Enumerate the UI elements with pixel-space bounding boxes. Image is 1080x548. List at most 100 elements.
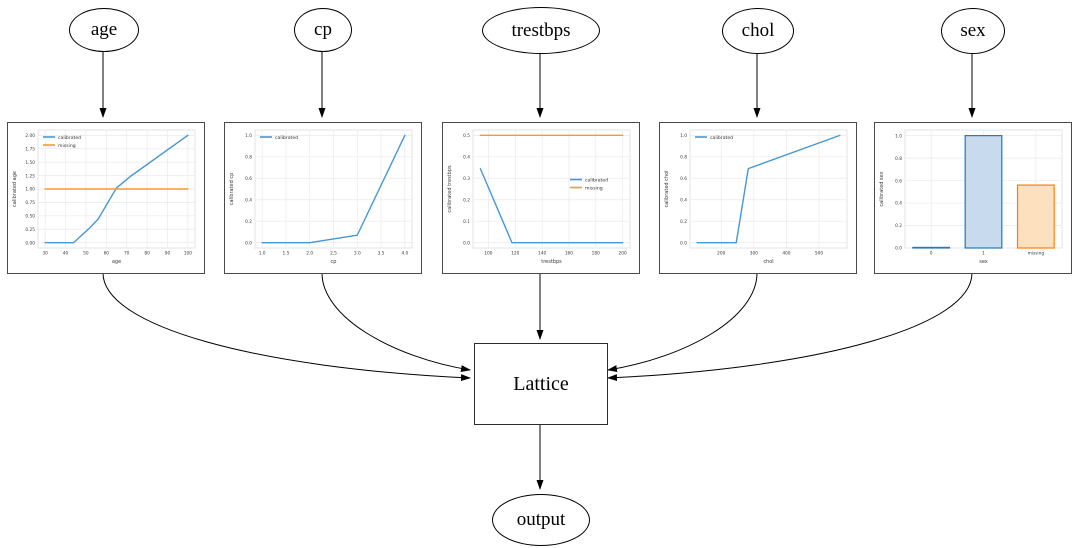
svg-text:100: 100 <box>484 251 492 257</box>
svg-text:400: 400 <box>782 251 790 257</box>
svg-text:calibrated age: calibrated age <box>12 171 18 207</box>
input-node-sex: sex <box>941 8 1005 54</box>
svg-text:calibrated trestbps: calibrated trestbps <box>447 165 453 213</box>
svg-text:140: 140 <box>538 251 546 257</box>
input-node-chol: chol <box>722 8 794 54</box>
input-node-age-label: age <box>90 19 118 40</box>
svg-text:0.75: 0.75 <box>25 200 35 206</box>
svg-text:0.8: 0.8 <box>680 155 687 161</box>
svg-text:0.00: 0.00 <box>25 240 35 246</box>
svg-text:chol: chol <box>763 259 773 265</box>
svg-text:50: 50 <box>83 251 89 257</box>
svg-text:200: 200 <box>619 251 627 257</box>
svg-text:0.3: 0.3 <box>463 176 470 182</box>
input-node-cp-label: cp <box>314 19 332 40</box>
svg-text:0.6: 0.6 <box>895 178 902 184</box>
svg-text:0.50: 0.50 <box>25 214 35 220</box>
svg-text:1.75: 1.75 <box>25 146 35 152</box>
svg-text:2.0: 2.0 <box>306 251 313 257</box>
svg-text:missing: missing <box>585 185 603 191</box>
svg-text:200: 200 <box>717 251 725 257</box>
svg-text:40: 40 <box>63 251 69 257</box>
output-node-label: output <box>516 509 566 530</box>
svg-text:3.0: 3.0 <box>354 251 361 257</box>
input-node-age: age <box>69 8 139 52</box>
svg-text:calibrated cp: calibrated cp <box>229 173 235 206</box>
svg-text:180: 180 <box>592 251 600 257</box>
svg-text:0.0: 0.0 <box>680 240 687 246</box>
edge-cp-to-lattice <box>321 272 471 372</box>
svg-text:90: 90 <box>165 251 171 257</box>
svg-text:sex: sex <box>979 259 988 265</box>
svg-text:0: 0 <box>930 251 933 257</box>
input-node-cp: cp <box>294 8 352 52</box>
svg-text:0.2: 0.2 <box>463 197 470 203</box>
svg-text:missing: missing <box>1028 251 1045 257</box>
svg-text:0.1: 0.1 <box>463 219 470 225</box>
svg-text:0.8: 0.8 <box>245 155 252 161</box>
input-node-chol-label: chol <box>741 20 775 41</box>
svg-text:1.5: 1.5 <box>283 251 290 257</box>
svg-text:3.5: 3.5 <box>378 251 385 257</box>
svg-text:1.0: 1.0 <box>259 251 266 257</box>
edge-age-to-lattice <box>102 272 471 382</box>
svg-text:160: 160 <box>565 251 573 257</box>
svg-text:calibrated: calibrated <box>275 135 298 141</box>
svg-text:1.50: 1.50 <box>25 160 35 166</box>
svg-text:0.4: 0.4 <box>680 197 687 203</box>
svg-text:80: 80 <box>144 251 150 257</box>
input-node-trestbps-label: trestbps <box>511 19 571 41</box>
svg-text:0.0: 0.0 <box>895 246 902 252</box>
svg-text:1.0: 1.0 <box>680 133 687 139</box>
svg-text:0.2: 0.2 <box>895 223 902 229</box>
svg-text:1: 1 <box>982 251 985 257</box>
calibrator-chart-age: 30 40 50 60 70 80 90 100 0.00 0.25 0.50 0.75 1.00 1.2… <box>7 122 205 274</box>
svg-text:calibrated sex: calibrated sex <box>879 171 885 206</box>
svg-text:calibrated: calibrated <box>585 177 608 183</box>
input-node-sex-label: sex <box>960 20 986 41</box>
svg-text:trestbps: trestbps <box>541 259 562 265</box>
svg-text:100: 100 <box>184 251 192 257</box>
age-calibration-plot: 30 40 50 60 70 80 90 100 0.00 0.25 0.50 0.75 1.00 1.2… <box>12 129 196 265</box>
svg-text:0.4: 0.4 <box>245 197 252 203</box>
svg-text:0.4: 0.4 <box>463 155 470 161</box>
svg-text:missing: missing <box>58 143 76 149</box>
svg-text:calibrated: calibrated <box>710 135 733 141</box>
svg-text:70: 70 <box>124 251 130 257</box>
svg-text:0.0: 0.0 <box>245 240 252 246</box>
svg-text:4.0: 4.0 <box>401 251 408 257</box>
svg-text:1.00: 1.00 <box>25 187 35 193</box>
lattice-node-label: Lattice <box>513 372 569 395</box>
svg-text:2.00: 2.00 <box>25 133 35 139</box>
svg-text:0.2: 0.2 <box>680 219 687 225</box>
svg-text:calibrated chol: calibrated chol <box>664 170 670 207</box>
lattice-node: Lattice <box>474 343 608 425</box>
edge-sex-to-lattice <box>607 272 973 382</box>
input-node-trestbps: trestbps <box>482 7 600 54</box>
svg-text:500: 500 <box>815 251 823 257</box>
svg-text:0.6: 0.6 <box>245 176 252 182</box>
svg-text:0.5: 0.5 <box>463 133 470 139</box>
svg-text:cp: cp <box>331 259 337 265</box>
svg-text:0.25: 0.25 <box>25 227 35 233</box>
svg-text:60: 60 <box>104 251 110 257</box>
svg-text:1.0: 1.0 <box>895 133 902 139</box>
svg-text:1.0: 1.0 <box>245 133 252 139</box>
svg-text:age: age <box>112 259 121 265</box>
svg-text:300: 300 <box>750 251 758 257</box>
svg-text:1.25: 1.25 <box>25 173 35 179</box>
edge-chol-to-lattice <box>607 272 758 373</box>
svg-text:calibrated: calibrated <box>58 135 81 141</box>
svg-text:30: 30 <box>42 251 48 257</box>
svg-text:2.5: 2.5 <box>330 251 337 257</box>
